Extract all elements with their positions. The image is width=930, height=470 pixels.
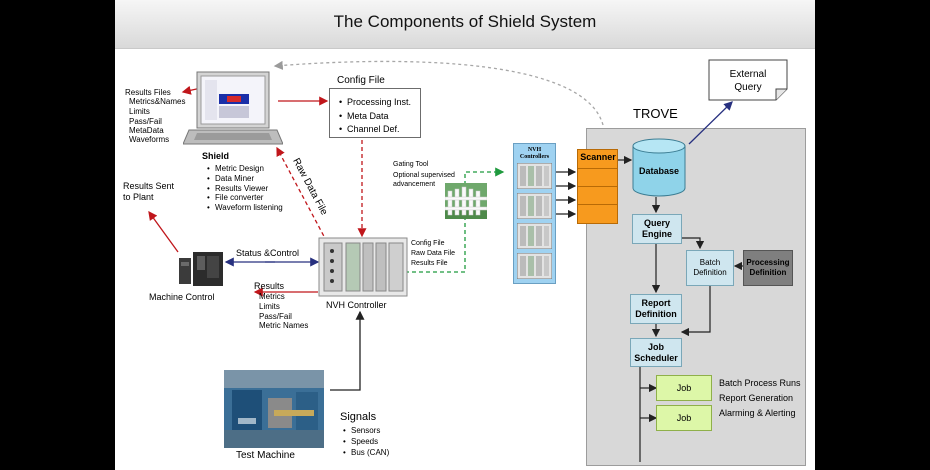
shield-label: Shield xyxy=(202,151,230,161)
config-file-list: Processing Inst. Meta Data Channel Def. xyxy=(339,96,411,137)
scanner-box xyxy=(577,149,618,224)
external-query-shape xyxy=(708,59,788,101)
feedback-arc xyxy=(273,60,604,126)
slide-title: The Components of Shield System xyxy=(333,12,597,31)
signals-list: Sensors Speeds Bus (CAN) xyxy=(343,426,389,458)
signals-title: Signals xyxy=(340,411,377,423)
job-scheduler-box: Job Scheduler xyxy=(630,338,682,367)
nvh-controller-unit xyxy=(517,253,552,279)
results-file-item: MetaData xyxy=(129,126,164,135)
nvh-controller-unit xyxy=(517,163,552,189)
job-box: Job xyxy=(656,405,712,431)
title-bar: The Components of Shield System xyxy=(115,0,815,49)
shield-feature: Results Viewer xyxy=(207,184,283,194)
results-item: Metric Names xyxy=(259,321,309,330)
query-engine-box: Query Engine xyxy=(632,214,682,244)
nvh-controller-icon xyxy=(318,237,408,297)
external-query-label: External Query xyxy=(729,69,767,93)
results-sent-label: Results Sent to Plant xyxy=(123,181,175,203)
arrow-signals xyxy=(330,310,365,391)
nvh-controller-label: NVH Controller xyxy=(326,300,387,310)
shield-feature-list: Metric Design Data Miner Results Viewer … xyxy=(207,164,283,213)
results-title: Results xyxy=(254,281,285,291)
machine-control-label: Machine Control xyxy=(149,292,215,302)
gating-tool-title: Gating Tool xyxy=(393,161,429,168)
scanner-label: Scanner xyxy=(580,152,616,162)
config-item: Processing Inst. xyxy=(339,96,411,110)
gating-tool-subtitle: Optional supervised advancement xyxy=(393,172,455,189)
file-flow-item: Results File xyxy=(411,260,448,267)
job-output: Alarming & Alerting xyxy=(719,408,796,418)
laptop-icon xyxy=(183,71,283,145)
results-file-item: Pass/Fail xyxy=(129,117,162,126)
job-output: Report Generation xyxy=(719,393,794,403)
nvh-controller-unit xyxy=(517,223,552,249)
signal-item: Speeds xyxy=(343,437,389,448)
results-file-item: Limits xyxy=(129,107,150,116)
slide: The Components of Shield System TROVE Ex… xyxy=(115,0,815,470)
shield-feature: Waveform listening xyxy=(207,203,283,213)
trove-label: TROVE xyxy=(633,106,678,121)
config-item: Meta Data xyxy=(339,110,411,124)
shield-feature: Metric Design xyxy=(207,164,283,174)
arrow-raw-data xyxy=(276,146,328,243)
file-flow-item: Raw Data File xyxy=(411,250,455,257)
config-item: Channel Def. xyxy=(339,123,411,137)
results-files-header: Results Files xyxy=(125,88,171,97)
results-file-item: Metrics&Names xyxy=(129,97,186,106)
connector-layer xyxy=(148,60,743,462)
database-icon xyxy=(632,138,686,197)
test-machine-image xyxy=(224,370,324,448)
nvh-controller-unit xyxy=(517,193,552,219)
processing-definition-box: Processing Definition xyxy=(743,250,793,286)
nvh-controllers-label: NVH Controllers xyxy=(519,147,550,161)
arrow-external-query xyxy=(688,101,733,145)
signal-item: Sensors xyxy=(343,426,389,437)
shield-feature: Data Miner xyxy=(207,174,283,184)
file-flow-item: Config File xyxy=(411,240,445,247)
gate-icon xyxy=(445,183,487,219)
status-control-label: Status &Control xyxy=(236,248,300,258)
job-output: Batch Process Runs xyxy=(719,378,801,388)
config-file-title: Config File xyxy=(337,75,385,86)
report-definition-box: Report Definition xyxy=(630,294,682,324)
batch-definition-box: Batch Definition xyxy=(686,250,734,286)
arrow-gating xyxy=(405,167,505,273)
results-file-item: Waveforms xyxy=(129,135,170,144)
results-item: Pass/Fail xyxy=(259,312,292,321)
results-item: Limits xyxy=(259,302,280,311)
machine-control-icon xyxy=(179,252,223,286)
test-machine-label: Test Machine xyxy=(236,450,295,461)
job-box: Job xyxy=(656,375,712,401)
results-item: Metrics xyxy=(259,292,285,301)
database-label: Database xyxy=(638,166,680,176)
arrow-results-sent xyxy=(148,210,179,253)
shield-feature: File converter xyxy=(207,193,283,203)
signal-item: Bus (CAN) xyxy=(343,448,389,459)
